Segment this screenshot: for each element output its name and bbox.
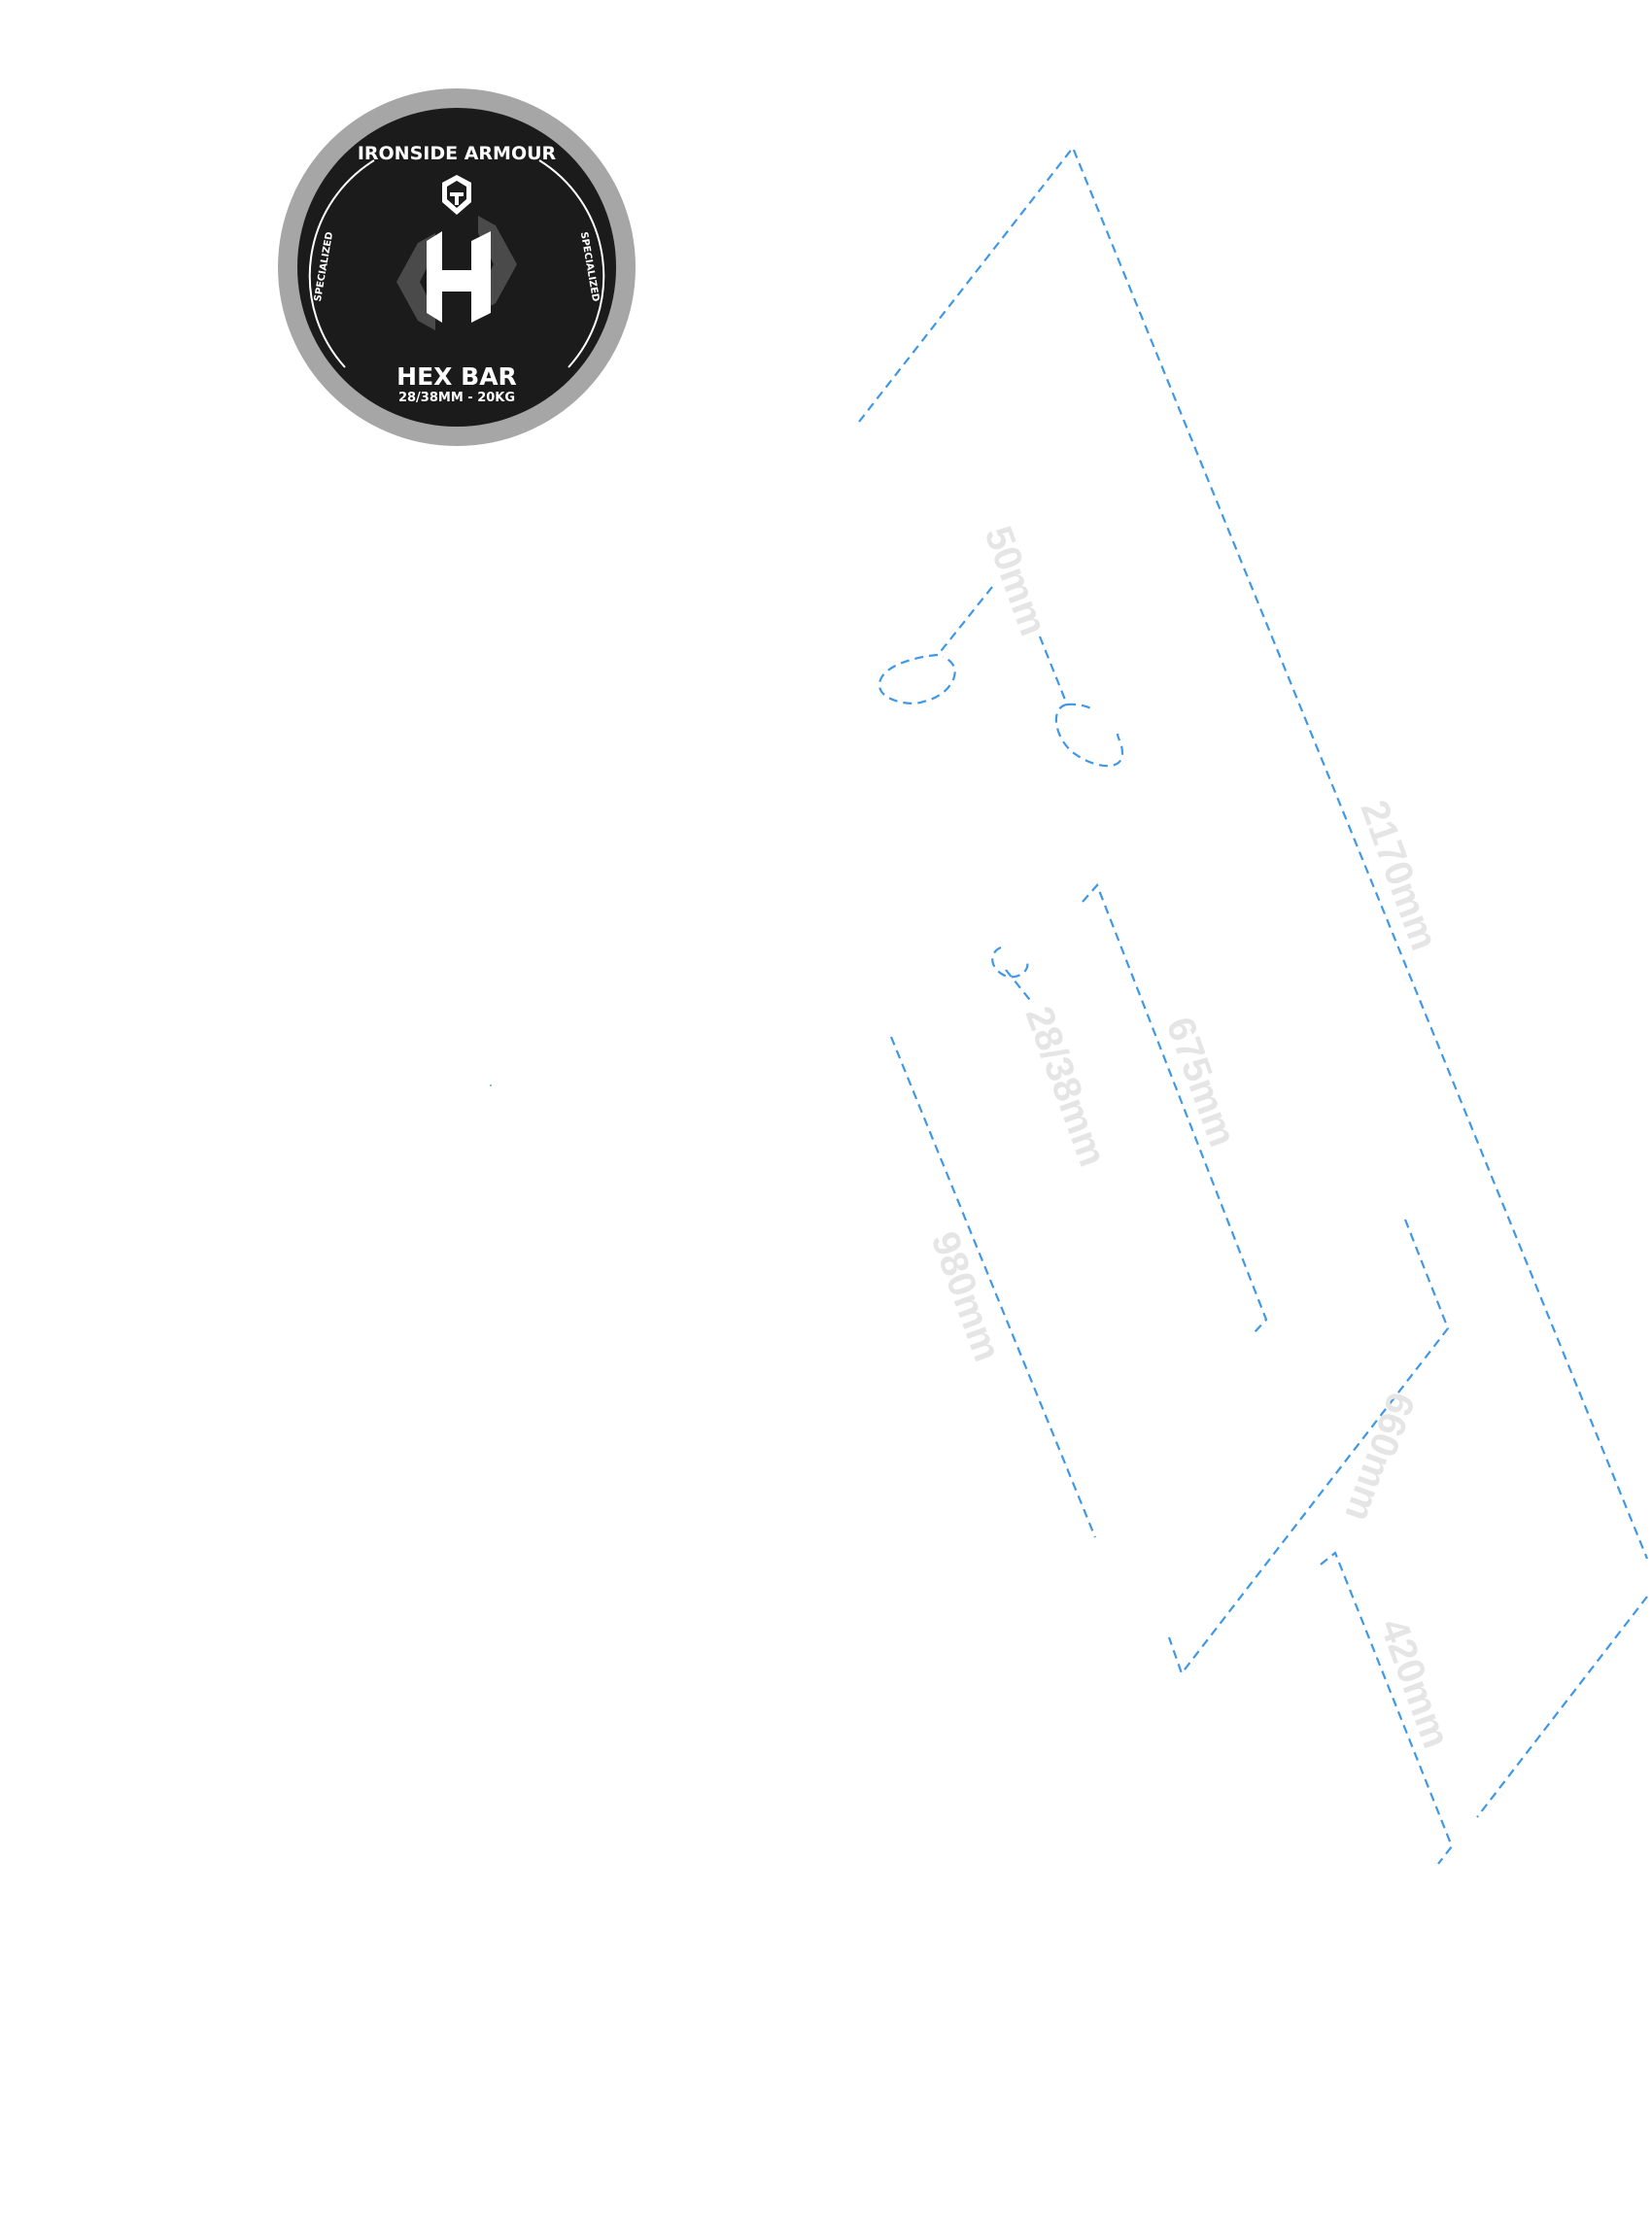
grip-clip — [991, 946, 1029, 979]
label-collar-50: 50mm — [977, 521, 1055, 641]
badge-ring-right — [538, 159, 605, 368]
label-overall-length: 2170mm — [1353, 795, 1446, 956]
badge-spec: 28/38MM - 20KG — [398, 391, 515, 405]
width-line — [1167, 1219, 1450, 1676]
right-end-line — [1476, 1596, 1648, 1818]
handle-line — [1082, 882, 1268, 1334]
collar-line-lower — [1038, 636, 1069, 705]
dimension-lines — [858, 145, 1649, 1865]
label-inner-length: 980mm — [923, 1226, 1010, 1367]
product-badge: IRONSIDE ARMOUR SPECIALIZED SPECIALIZED … — [278, 88, 636, 446]
label-handle-length: 675mm — [1158, 1012, 1245, 1152]
collar-clip-right — [1054, 703, 1124, 768]
badge-brand: IRONSIDE ARMOUR — [358, 143, 557, 164]
badge-face — [297, 108, 616, 427]
helmet-icon — [442, 175, 471, 215]
badge-ring-left — [308, 159, 375, 368]
label-sleeve-length: 420mm — [1372, 1613, 1459, 1754]
badge-product-name: HEX BAR — [396, 362, 517, 391]
collar-clip-left — [878, 653, 956, 705]
inner-length-line — [889, 1036, 1097, 1538]
collar-line-upper — [937, 586, 993, 656]
hex-bar-logo-icon — [396, 216, 517, 330]
stray-dot — [490, 1084, 492, 1086]
label-grip-diameter: 28/38mm — [1017, 1001, 1115, 1172]
grip-line — [1005, 969, 1034, 1005]
sleeve-line — [1320, 1551, 1454, 1865]
dimension-labels: 2170mm 50mm 675mm 28/38mm 980mm 660mm 42… — [923, 521, 1459, 1754]
overall-length-line — [858, 145, 1649, 1560]
